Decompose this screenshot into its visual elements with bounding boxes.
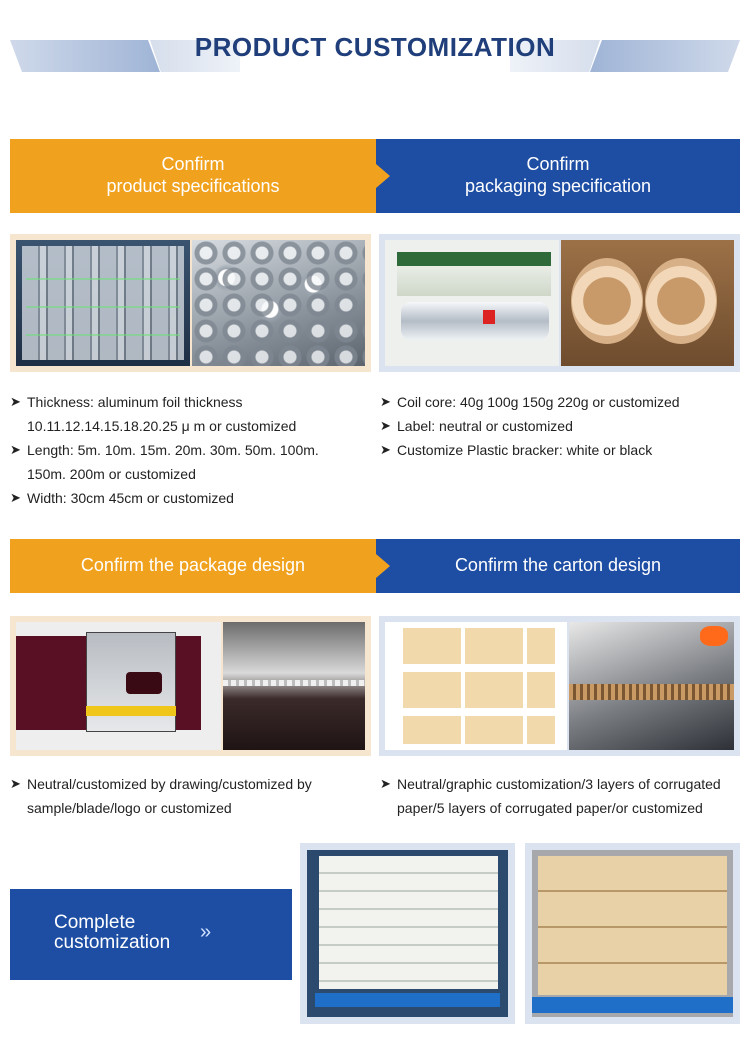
bullet-arrow-icon: ➤ xyxy=(380,442,391,457)
header-ribbon-left-fade xyxy=(150,40,240,72)
carton-design-banner: Confirm the carton design xyxy=(376,539,740,593)
bullet-arrow-icon: ➤ xyxy=(10,442,21,457)
list-item: ➤Length: 5m. 10m. 15m. 20m. 30m. 50m. 10… xyxy=(10,438,372,462)
page-title: PRODUCT CUSTOMIZATION xyxy=(194,32,556,62)
foil-box-photo xyxy=(385,240,559,366)
pallet-photo-frame-2 xyxy=(525,843,740,1024)
list-item: ➤Customize Plastic bracker: white or bla… xyxy=(380,438,740,462)
list-item: 150m. 200m or customized xyxy=(27,466,196,482)
pallet-cartons-photo xyxy=(532,850,733,1017)
packaging-spec-banner-line1: Confirm xyxy=(526,154,590,175)
page-header: PRODUCT CUSTOMIZATION xyxy=(0,0,750,90)
header-ribbon-left xyxy=(10,40,160,72)
carton-design-photos xyxy=(379,616,740,756)
bullet-arrow-icon: ➤ xyxy=(10,776,21,791)
list-item: ➤Label: neutral or customized xyxy=(380,414,740,438)
complete-banner-line1: Complete xyxy=(54,912,136,933)
carton-dieline-photo xyxy=(385,622,567,750)
packaging-spec-list: ➤Coil core: 40g 100g 150g 220g or custom… xyxy=(380,390,740,462)
pallet-foil-boxes-photo xyxy=(307,850,508,1017)
double-chevron-right-icon: » xyxy=(200,921,212,943)
header-ribbon-right-fade xyxy=(510,40,600,72)
product-spec-list: ➤Thickness: aluminum foil thickness 10.1… xyxy=(10,390,372,510)
package-artwork-ribbon xyxy=(86,706,176,716)
foil-rolls-pile-photo xyxy=(191,240,365,366)
coil-cores-photo xyxy=(560,240,734,366)
package-artwork-badge xyxy=(126,672,162,694)
list-item: ➤Width: 30cm 45cm or customized xyxy=(10,486,372,510)
bullet-arrow-icon: ➤ xyxy=(380,394,391,409)
pallet-photo-frame-1 xyxy=(300,843,515,1024)
plastic-bracket-shape xyxy=(483,310,495,324)
banner-divider-arrow-2 xyxy=(376,554,390,578)
product-spec-banner: Confirm product specifications xyxy=(10,139,376,213)
list-item: paper/5 layers of corrugated paper/or cu… xyxy=(397,800,703,816)
product-spec-photos xyxy=(10,234,371,372)
corrugated-board-photo xyxy=(568,622,734,750)
bullet-arrow-icon: ➤ xyxy=(10,490,21,505)
complete-customization-banner: Complete customization » xyxy=(10,889,292,980)
list-item: ➤Coil core: 40g 100g 150g 220g or custom… xyxy=(380,390,740,414)
list-item: sample/blade/logo or customized xyxy=(27,800,232,816)
packaging-spec-banner: Confirm packaging specification xyxy=(376,139,740,213)
list-item: ➤Neutral/customized by drawing/customize… xyxy=(10,772,372,796)
product-spec-banner-line1: Confirm xyxy=(161,154,225,175)
carton-design-banner-label: Confirm the carton design xyxy=(454,555,662,576)
list-item: ➤Neutral/graphic customization/3 layers … xyxy=(380,772,742,796)
list-item: 10.11.12.14.15.18.20.25 μ m or customize… xyxy=(27,418,297,434)
bullet-arrow-icon: ➤ xyxy=(10,394,21,409)
foil-roll-shape xyxy=(401,302,549,340)
package-design-banner: Confirm the package design xyxy=(10,539,376,593)
list-item: ➤Thickness: aluminum foil thickness xyxy=(10,390,372,414)
package-design-photos xyxy=(10,616,371,756)
packaging-spec-banner-line2: packaging specification xyxy=(464,176,652,196)
bullet-arrow-icon: ➤ xyxy=(380,418,391,433)
package-artwork-photo xyxy=(16,622,222,750)
carton-design-list: ➤Neutral/graphic customization/3 layers … xyxy=(380,772,742,820)
packaging-spec-photos xyxy=(379,234,740,372)
banner-divider-arrow-1 xyxy=(376,164,390,188)
cutting-blade-photo xyxy=(223,622,365,750)
package-design-list: ➤Neutral/customized by drawing/customize… xyxy=(10,772,372,820)
package-design-banner-label: Confirm the package design xyxy=(80,555,306,576)
product-spec-banner-line2: product specifications xyxy=(106,176,280,196)
complete-banner-line2: customization xyxy=(54,932,171,953)
foil-box-shape xyxy=(397,252,551,296)
header-ribbon-right xyxy=(590,40,740,72)
bullet-arrow-icon: ➤ xyxy=(380,776,391,791)
foil-rolls-bin-photo xyxy=(16,240,190,366)
